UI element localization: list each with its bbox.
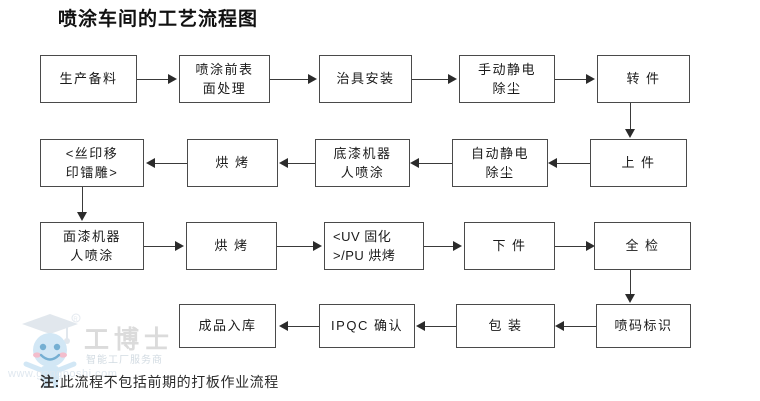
connector-n18-n19	[288, 326, 320, 327]
flow-node-n6[interactable]: 上 件	[590, 139, 687, 187]
connector-n13-n14	[424, 246, 456, 247]
arrow-head-n18-n19	[279, 321, 288, 331]
arrow-head-n8-n9	[279, 158, 288, 168]
flow-node-label: 喷码标识	[614, 317, 673, 333]
connector-n5-n6	[630, 103, 631, 133]
connector-n4-n5	[555, 79, 588, 80]
arrow-head-n17-n18	[416, 321, 425, 331]
arrow-head-n1-n2	[168, 74, 177, 84]
footnote: 注:此流程不包括前期的打板作业流程	[40, 372, 279, 392]
connector-n2-n3	[270, 79, 310, 80]
flow-node-n11[interactable]: 面漆机器 人喷涂	[40, 222, 144, 270]
watermark-tagline: 智能工厂服务商	[86, 355, 163, 366]
page-title: 喷涂车间的工艺流程图	[58, 9, 259, 30]
connector-n7-n8	[419, 163, 457, 164]
flow-node-label: 治具安装	[336, 70, 395, 86]
svg-text:R: R	[73, 317, 78, 323]
flow-node-label: 烘 烤	[214, 237, 249, 253]
flow-node-n19[interactable]: 成品入库	[179, 304, 276, 348]
connector-n16-n17	[564, 326, 596, 327]
connector-n10-n11	[82, 187, 83, 216]
arrow-head-n15-n16	[625, 294, 635, 303]
connector-n6-n7	[557, 163, 597, 164]
flow-node-n10[interactable]: <丝印移 印镭雕>	[40, 139, 144, 187]
arrow-head-n2-n3	[308, 74, 317, 84]
flow-node-n4[interactable]: 手动静电 除尘	[459, 55, 555, 103]
flow-node-n9[interactable]: 烘 烤	[187, 139, 278, 187]
arrow-head-n7-n8	[410, 158, 419, 168]
flow-node-n16[interactable]: 喷码标识	[596, 304, 691, 348]
flow-node-label: 成品入库	[198, 317, 257, 333]
flow-node-label: 底漆机器 人喷涂	[333, 145, 392, 181]
watermark-brand: 工博士	[84, 327, 175, 354]
flow-node-label: 面漆机器 人喷涂	[62, 228, 121, 264]
footnote-prefix: 注:	[40, 374, 60, 390]
flow-node-n8[interactable]: 底漆机器 人喷涂	[315, 139, 410, 187]
flow-node-n18[interactable]: IPQC 确认	[319, 304, 415, 348]
arrow-head-n5-n6	[625, 129, 635, 138]
flow-node-label: 下 件	[492, 237, 527, 253]
connector-n12-n13	[277, 246, 315, 247]
arrow-head-n14-n15	[586, 241, 595, 251]
flow-node-label: 烘 烤	[215, 154, 250, 170]
connector-n17-n18	[425, 326, 457, 327]
flow-node-n13[interactable]: <UV 固化 >/PU 烘烤	[324, 222, 424, 270]
flow-node-label: 手动静电 除尘	[477, 61, 536, 97]
flow-node-n3[interactable]: 治具安装	[319, 55, 412, 103]
arrow-head-n6-n7	[548, 158, 557, 168]
connector-n14-n15	[555, 246, 588, 247]
flow-node-n15[interactable]: 全 检	[594, 222, 691, 270]
footnote-text: 此流程不包括前期的打板作业流程	[59, 374, 279, 390]
arrow-head-n9-n10	[146, 158, 155, 168]
flow-node-label: 包 装	[488, 317, 523, 333]
flow-node-label: 上 件	[621, 154, 656, 170]
connector-n8-n9-b	[287, 163, 325, 164]
flow-node-label: 自动静电 除尘	[470, 145, 529, 181]
flow-node-n17[interactable]: 包 装	[456, 304, 555, 348]
connector-n3-n4	[412, 79, 450, 80]
arrow-head-n12-n13	[313, 241, 322, 251]
arrow-head-n13-n14	[453, 241, 462, 251]
flow-node-n12[interactable]: 烘 烤	[186, 222, 277, 270]
connector-n11-n12	[144, 246, 178, 247]
flow-node-label: 全 检	[625, 237, 660, 253]
flow-node-label: IPQC 确认	[331, 317, 403, 333]
flow-node-n1[interactable]: 生产备料	[40, 55, 137, 103]
flow-node-n2[interactable]: 喷涂前表 面处理	[179, 55, 270, 103]
flow-node-label: <丝印移 印镭雕>	[65, 145, 119, 181]
flow-node-n7[interactable]: 自动静电 除尘	[452, 139, 548, 187]
connector-n9-n10	[155, 163, 187, 164]
arrow-head-n4-n5	[586, 74, 595, 84]
arrow-head-n11-n12	[175, 241, 184, 251]
arrow-head-n10-n11	[77, 212, 87, 221]
flow-node-label: <UV 固化 >/PU 烘烤	[333, 228, 396, 264]
arrow-head-n3-n4	[448, 74, 457, 84]
connector-n15-n16	[630, 270, 631, 298]
flow-node-n5[interactable]: 转 件	[597, 55, 690, 103]
flow-node-label: 转 件	[626, 70, 661, 86]
flow-node-n14[interactable]: 下 件	[464, 222, 555, 270]
flow-node-label: 生产备料	[59, 70, 118, 86]
flow-node-label: 喷涂前表 面处理	[195, 61, 254, 97]
arrow-head-n16-n17	[555, 321, 564, 331]
connector-n1-n2	[137, 79, 170, 80]
